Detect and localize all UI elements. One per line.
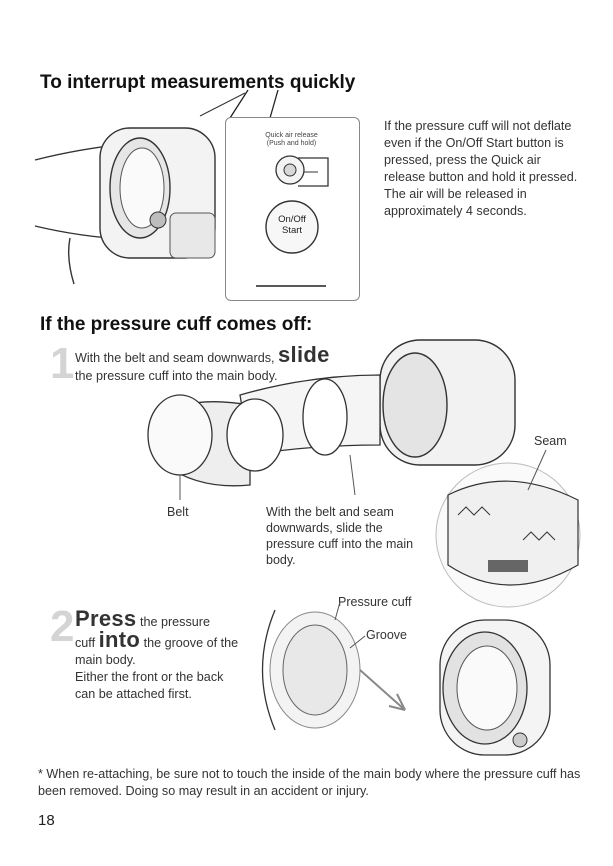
device-arm-illustration [34,92,246,285]
step-2-emphasis-into: into [98,627,141,652]
onoff-start-button-graphic [265,200,319,254]
belt-label: Belt [167,505,189,519]
step-2-number: 2 [50,602,75,651]
step-2-text-3: the groove of the main body. [75,636,239,667]
step-1-number: 1 [50,339,75,388]
onoff-start-label: On/Off Start [262,214,322,236]
pressure-cuff-label: Pressure cuff [338,595,412,609]
step-1-text: With the belt and seam downwards, slide … [75,344,365,385]
note-marker: * [38,767,43,781]
quick-release-caption: Quick air release (Push and hold) [225,132,358,148]
seam-zoom-illustration [435,449,581,608]
seam-label: Seam [534,434,567,448]
cuff-press-illustration [261,601,551,756]
section-title-cuff-off: If the pressure cuff comes off: [40,314,313,335]
slide-caption: With the belt and seam downwards, slide … [266,505,414,567]
panel-divider [256,285,326,287]
reattach-note: * When re-attaching, be sure not to touc… [38,766,583,800]
page-number: 18 [38,812,55,829]
quick-release-button-graphic [275,155,329,187]
step-2-text-4: Either the front or the back can be atta… [75,670,224,701]
step-2-text: Press the pressure cuff into the groove … [75,608,240,703]
quick-release-label: Quick air release [265,132,318,139]
step-2-text-1: the pressure [139,615,210,629]
quick-release-hint: (Push and hold) [266,140,317,147]
step-1-text-before: With the belt and seam downwards, [75,351,275,365]
note-text: When re-attaching, be sure not to touch … [38,767,581,798]
step-2-text-2: cuff [75,636,96,650]
groove-label: Groove [366,628,407,642]
step-1-emphasis: slide [278,342,330,367]
onoff-label: On/Off [278,214,306,225]
cuff-slide-illustration [147,339,516,500]
step-1-text-after: the pressure cuff into the main body. [75,369,278,383]
section-title-interrupt: To interrupt measurements quickly [40,72,356,93]
start-label: Start [281,225,303,236]
interrupt-description: If the pressure cuff will not deflate ev… [384,119,578,218]
step-2-emphasis-press: Press [75,606,137,631]
callout-pointer [229,89,279,119]
